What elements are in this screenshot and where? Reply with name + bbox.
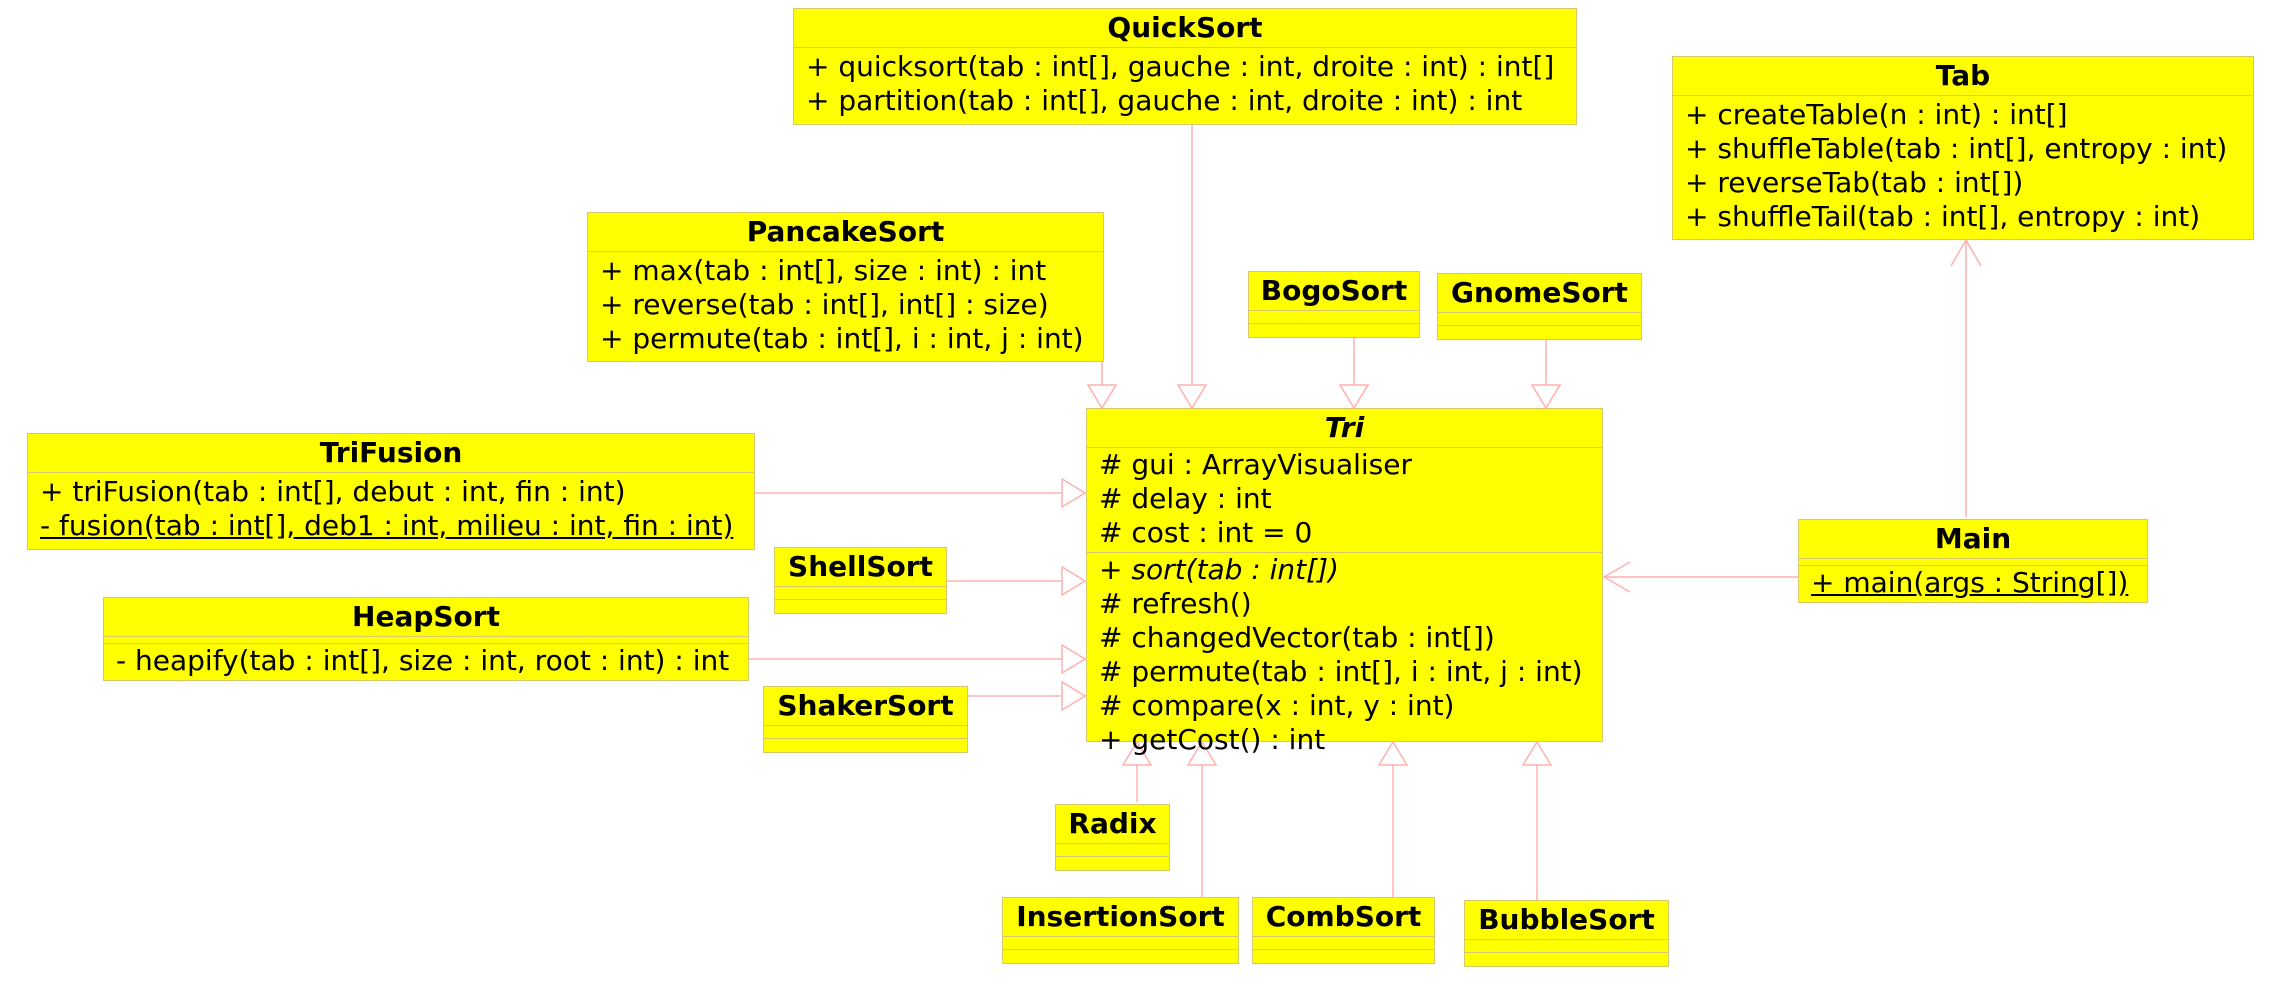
arrow-trifusion-tri — [1061, 477, 1087, 509]
class-shellsort: ShellSort — [774, 547, 947, 614]
class-name: GnomeSort — [1451, 276, 1628, 309]
method: + max(tab : int[], size : int) : int — [600, 254, 1047, 287]
class-name: TriFusion — [319, 436, 463, 469]
class-pancakesort: PancakeSort + max(tab : int[], size : in… — [587, 212, 1104, 362]
method: + shuffleTable(tab : int[], entropy : in… — [1685, 132, 2228, 165]
arrow-shakersort-tri — [1061, 680, 1087, 712]
class-name: ShellSort — [788, 550, 933, 583]
arrow-quicksort-tri — [1176, 384, 1208, 410]
field: # cost : int = 0 — [1099, 516, 1313, 549]
method: # permute(tab : int[], i : int, j : int) — [1099, 655, 1583, 688]
class-name: InsertionSort — [1016, 900, 1225, 933]
arrow-main-tri — [1602, 561, 1631, 593]
method: + reverse(tab : int[], int[] : size) — [600, 288, 1049, 321]
class-name: HeapSort — [352, 600, 500, 633]
method: + reverseTab(tab : int[]) — [1685, 166, 2024, 199]
arrow-radix-tri — [1121, 740, 1153, 766]
class-heapsort: HeapSort - heapify(tab : int[], size : i… — [103, 597, 749, 681]
class-combsort: CombSort — [1252, 897, 1435, 964]
class-insertionsort: InsertionSort — [1002, 897, 1239, 964]
class-name: Radix — [1068, 807, 1157, 840]
class-name: CombSort — [1265, 900, 1422, 933]
method: # refresh() — [1099, 587, 1252, 620]
method: + permute(tab : int[], i : int, j : int) — [600, 322, 1084, 355]
method: + quicksort(tab : int[], gauche : int, d… — [806, 50, 1555, 83]
arrow-heapsort-tri — [1061, 643, 1087, 675]
class-name: Tri — [1324, 411, 1365, 444]
class-bogosort: BogoSort — [1248, 271, 1420, 338]
method: + triFusion(tab : int[], debut : int, fi… — [40, 475, 626, 508]
class-main: Main + main(args : String[]) — [1798, 519, 2148, 603]
class-trifusion: TriFusion + triFusion(tab : int[], debut… — [27, 433, 755, 550]
static-method: - fusion(tab : int[], deb1 : int, milieu… — [40, 509, 734, 542]
arrow-main-tab — [1950, 238, 1982, 267]
arrow-bogosort-tri — [1338, 384, 1370, 410]
arrow-bubblesort-tri — [1521, 740, 1553, 766]
class-name: QuickSort — [1107, 11, 1263, 44]
method: + createTable(n : int) : int[] — [1685, 98, 2068, 131]
field: # gui : ArrayVisualiser — [1099, 448, 1413, 481]
class-quicksort: QuickSort + quicksort(tab : int[], gauch… — [793, 8, 1577, 125]
method: # compare(x : int, y : int) — [1099, 689, 1455, 722]
arrow-gnomesort-tri — [1530, 384, 1562, 410]
method: + getCost() : int — [1099, 723, 1326, 756]
class-name: Tab — [1935, 59, 1991, 92]
class-name: ShakerSort — [777, 689, 954, 722]
class-bubblesort: BubbleSort — [1464, 900, 1669, 967]
class-name: BubbleSort — [1478, 903, 1655, 936]
arrow-shellsort-tri — [1061, 565, 1087, 597]
field: # delay : int — [1099, 482, 1272, 515]
arrow-pancakesort-tri — [1086, 384, 1118, 410]
abstract-method: + sort(tab : int[]) — [1099, 553, 1339, 586]
class-tab: Tab + createTable(n : int) : int[] + shu… — [1672, 56, 2254, 240]
method: # changedVector(tab : int[]) — [1099, 621, 1495, 654]
arrow-insertionsort-tri — [1186, 740, 1218, 766]
class-radix: Radix — [1055, 804, 1170, 871]
method: + partition(tab : int[], gauche : int, d… — [806, 84, 1523, 117]
class-name: PancakeSort — [746, 215, 945, 248]
method: + shuffleTail(tab : int[], entropy : int… — [1685, 200, 2201, 233]
arrow-combsort-tri — [1377, 740, 1409, 766]
class-shakersort: ShakerSort — [763, 686, 968, 753]
static-method: + main(args : String[]) — [1811, 566, 2129, 599]
class-gnomesort: GnomeSort — [1437, 273, 1642, 340]
class-name: BogoSort — [1260, 274, 1408, 307]
method: - heapify(tab : int[], size : int, root … — [116, 644, 730, 677]
class-name: Main — [1934, 522, 2012, 555]
class-tri: Tri # gui : ArrayVisualiser # delay : in… — [1086, 408, 1603, 756]
